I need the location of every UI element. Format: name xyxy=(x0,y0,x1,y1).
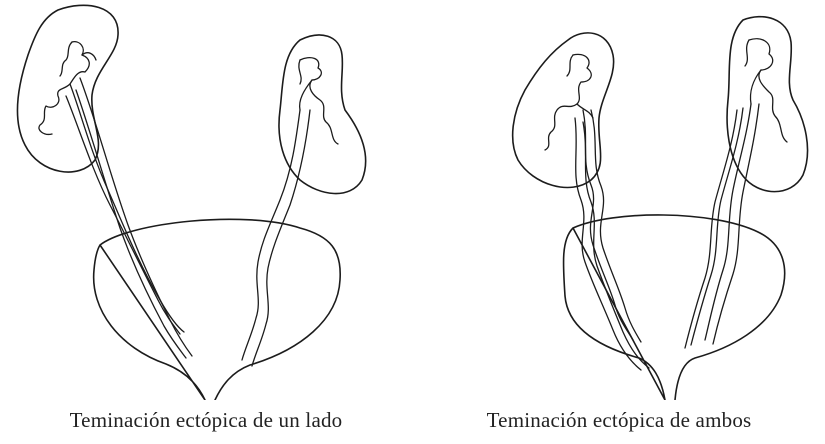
right-ureter xyxy=(242,110,310,366)
urinary-tract-diagram-both-sides xyxy=(413,0,825,400)
bladder xyxy=(563,215,784,400)
urinary-tract-diagram-one-side xyxy=(0,0,412,400)
left-ureters xyxy=(575,110,649,370)
caption-both-sides: Teminación ectópica de ambos xyxy=(413,408,825,433)
right-kidney xyxy=(279,35,366,194)
figure-ectopic-one-side: Teminación ectópica de un lado xyxy=(0,0,412,444)
caption-one-side: Teminación ectópica de un lado xyxy=(0,408,412,433)
figure-ectopic-both-sides: Teminación ectópica de ambos xyxy=(413,0,825,444)
left-kidney xyxy=(513,33,614,188)
right-ureters xyxy=(685,104,759,348)
left-ureters xyxy=(66,78,192,358)
